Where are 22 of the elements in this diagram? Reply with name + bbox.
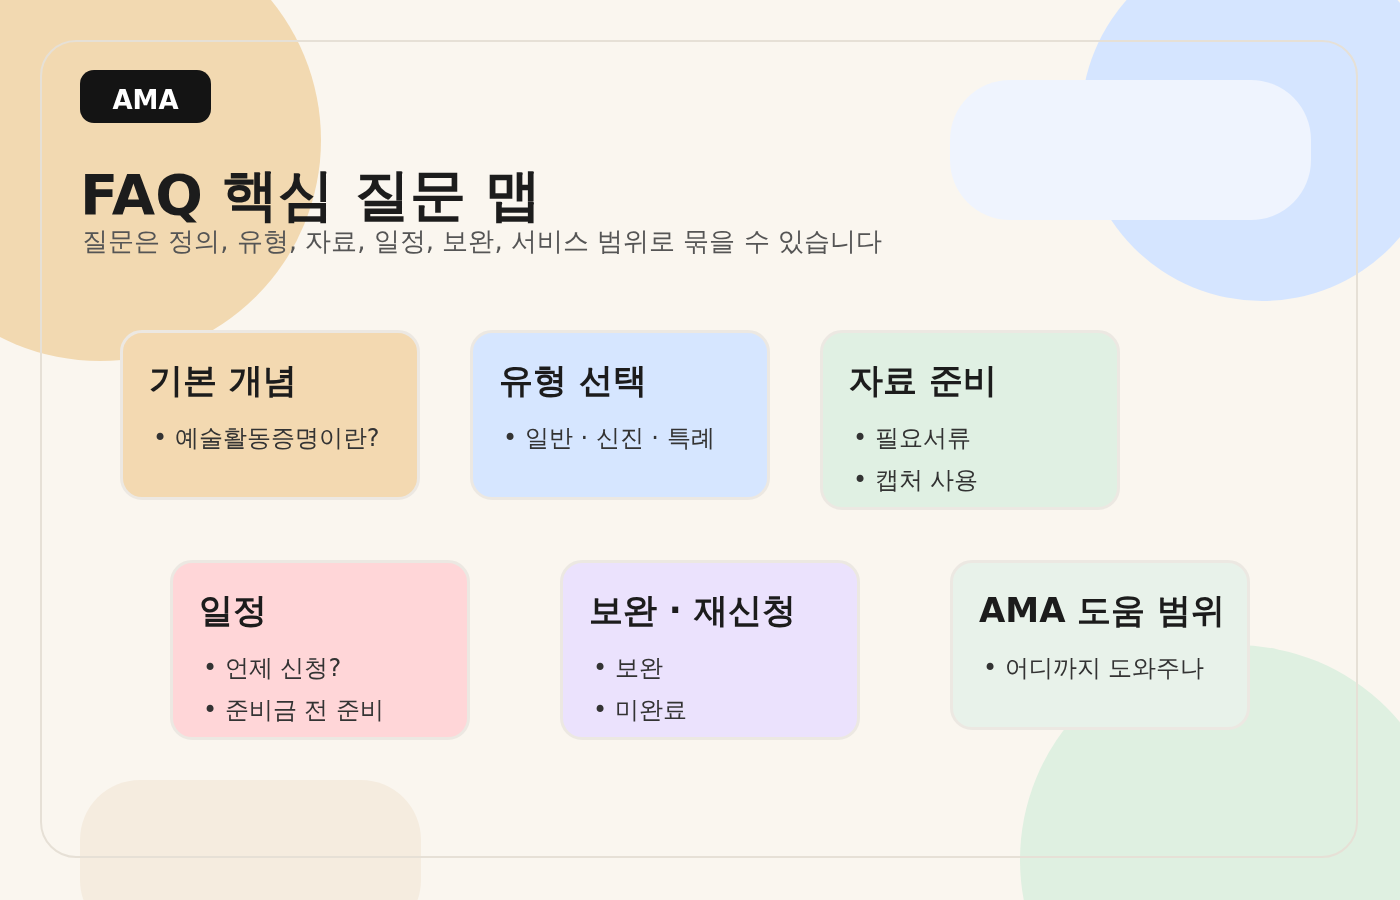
topic-card bbox=[820, 330, 1120, 510]
bullet-item: • 필요서류 bbox=[853, 423, 972, 454]
topic-card bbox=[470, 330, 770, 500]
topic-card bbox=[120, 330, 420, 500]
bullet-item: • 언제 신청? bbox=[203, 653, 343, 684]
bullet-item: • 보완 bbox=[593, 653, 664, 684]
bullet-item: • 준비금 전 준비 bbox=[203, 695, 386, 726]
card-heading: 기본 개념 bbox=[149, 359, 298, 402]
card-heading: 자료 준비 bbox=[849, 359, 998, 402]
topic-card bbox=[170, 560, 470, 740]
bullet-item: • 어디까지 도와주나 bbox=[983, 653, 1206, 684]
topic-card bbox=[560, 560, 860, 740]
tag-badge: AMA bbox=[80, 70, 211, 123]
card-heading: 일정 bbox=[199, 589, 268, 632]
card-heading: 유형 선택 bbox=[499, 359, 648, 402]
bullet-item: • 미완료 bbox=[593, 695, 688, 726]
card-heading: 보완 · 재신청 bbox=[589, 589, 797, 632]
bullet-item: • 일반 · 신진 · 특례 bbox=[503, 423, 716, 454]
card-heading: AMA 도움 범위 bbox=[979, 589, 1221, 632]
topic-card bbox=[950, 560, 1250, 730]
bullet-item: • 예술활동증명이란? bbox=[153, 423, 381, 454]
bullet-item: • 캡처 사용 bbox=[853, 465, 980, 496]
